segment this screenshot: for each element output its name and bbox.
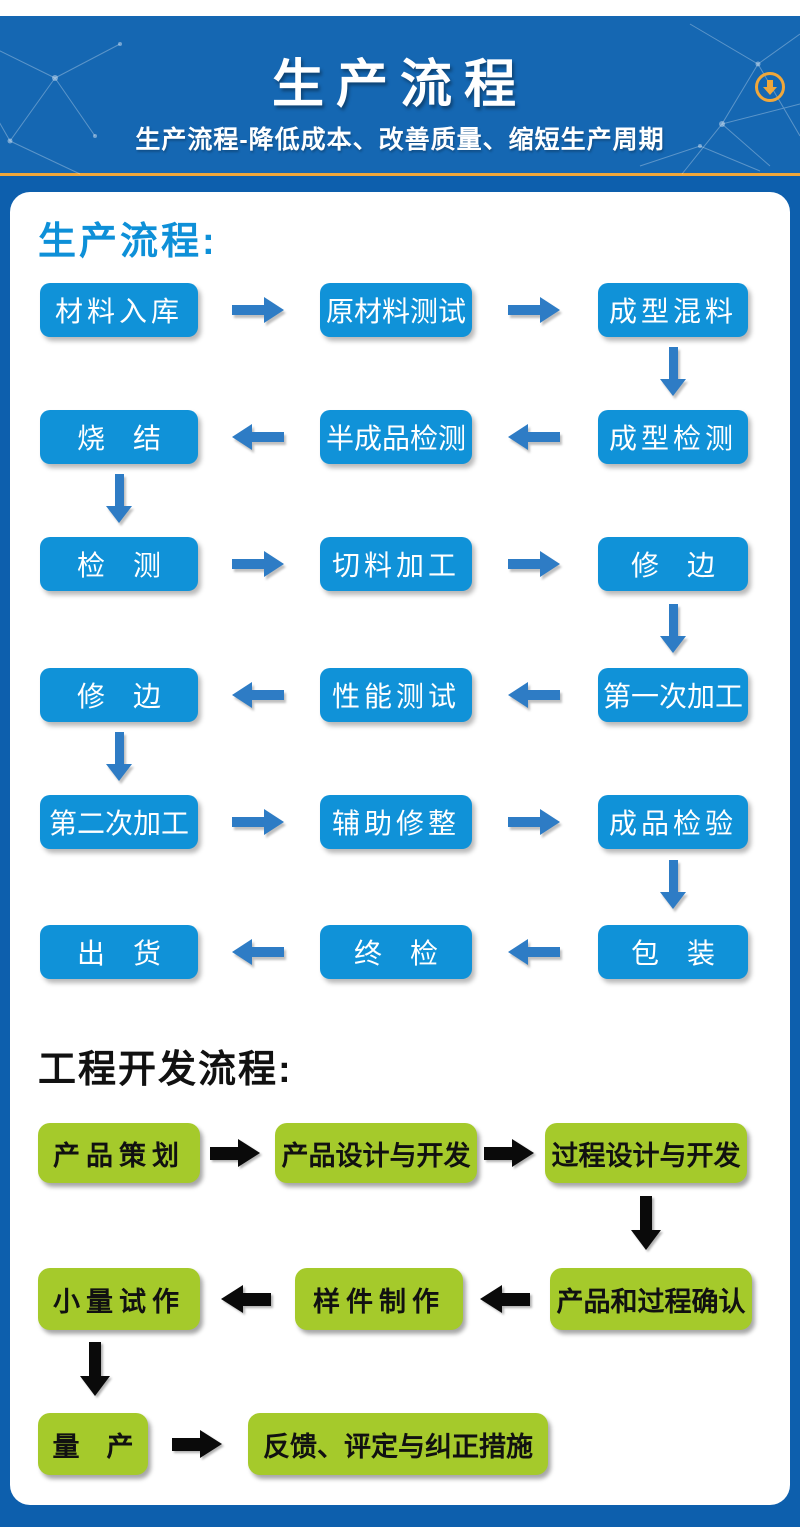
arrow-left-icon bbox=[508, 682, 560, 708]
page-subtitle: 生产流程-降低成本、改善质量、缩短生产周期 bbox=[135, 126, 665, 154]
production-step: 第二次加工 bbox=[40, 795, 198, 849]
arrow-right-icon bbox=[508, 297, 560, 323]
production-step: 切料加工 bbox=[320, 537, 472, 591]
top-white-strip bbox=[0, 0, 800, 16]
production-step: 检 测 bbox=[40, 537, 198, 591]
production-step: 修 边 bbox=[598, 537, 748, 591]
production-step: 原材料测试 bbox=[320, 283, 472, 337]
production-step: 烧 结 bbox=[40, 410, 198, 464]
hero-header: 生产流程 生产流程-降低成本、改善质量、缩短生产周期 bbox=[0, 16, 800, 176]
page-title: 生产流程 bbox=[271, 56, 528, 114]
arrow-left-icon bbox=[232, 682, 284, 708]
engineering-step: 反馈、评定与纠正措施 bbox=[248, 1413, 548, 1475]
arrow-left-icon bbox=[232, 424, 284, 450]
engineering-step: 产品设计与开发 bbox=[275, 1123, 477, 1183]
engineering-step: 过程设计与开发 bbox=[545, 1123, 747, 1183]
production-step: 辅助修整 bbox=[320, 795, 472, 849]
arrow-right-icon bbox=[232, 551, 284, 577]
arrow-down-icon bbox=[80, 1342, 110, 1396]
production-step: 包 装 bbox=[598, 925, 748, 979]
engineering-step: 量 产 bbox=[38, 1413, 148, 1475]
engineering-step: 产品和过程确认 bbox=[550, 1268, 752, 1330]
production-step: 材料入库 bbox=[40, 283, 198, 337]
production-step: 半成品检测 bbox=[320, 410, 472, 464]
arrow-left-icon bbox=[221, 1285, 271, 1313]
arrow-down-icon bbox=[660, 604, 686, 653]
production-step: 性能测试 bbox=[320, 668, 472, 722]
arrow-down-icon bbox=[660, 860, 686, 909]
production-step: 成型检测 bbox=[598, 410, 748, 464]
arrow-down-icon bbox=[106, 474, 132, 523]
arrow-right-icon bbox=[484, 1139, 534, 1167]
arrow-right-icon bbox=[172, 1430, 222, 1458]
arrow-right-icon bbox=[232, 809, 284, 835]
production-step: 出 货 bbox=[40, 925, 198, 979]
arrow-down-icon bbox=[106, 732, 132, 781]
engineering-flow-heading: 工程开发流程: bbox=[38, 1049, 293, 1091]
down-arrow-tail bbox=[767, 79, 773, 87]
arrow-down-icon bbox=[660, 347, 686, 396]
content-panel: 生产流程: 材料入库 原材料测试 成型混料 烧 结 半成品检测 成型检测 检 测… bbox=[10, 192, 790, 1505]
arrow-left-icon bbox=[508, 939, 560, 965]
arrow-right-icon bbox=[232, 297, 284, 323]
arrow-right-icon bbox=[508, 551, 560, 577]
engineering-step: 产品策划 bbox=[38, 1123, 200, 1183]
arrow-left-icon bbox=[232, 939, 284, 965]
engineering-step: 小量试作 bbox=[38, 1268, 200, 1330]
down-arrow-head bbox=[763, 86, 777, 95]
arrow-left-icon bbox=[480, 1285, 530, 1313]
circle-down-arrow-icon[interactable] bbox=[755, 72, 785, 102]
arrow-down-icon bbox=[631, 1196, 661, 1250]
production-step: 成品检验 bbox=[598, 795, 748, 849]
arrow-right-icon bbox=[210, 1139, 260, 1167]
network-mesh-decoration bbox=[0, 23, 800, 175]
arrow-left-icon bbox=[508, 424, 560, 450]
production-step: 修 边 bbox=[40, 668, 198, 722]
engineering-step: 样件制作 bbox=[295, 1268, 463, 1330]
production-flow-heading: 生产流程: bbox=[38, 221, 218, 263]
arrow-right-icon bbox=[508, 809, 560, 835]
production-step: 终 检 bbox=[320, 925, 472, 979]
production-step: 第一次加工 bbox=[598, 668, 748, 722]
production-step: 成型混料 bbox=[598, 283, 748, 337]
